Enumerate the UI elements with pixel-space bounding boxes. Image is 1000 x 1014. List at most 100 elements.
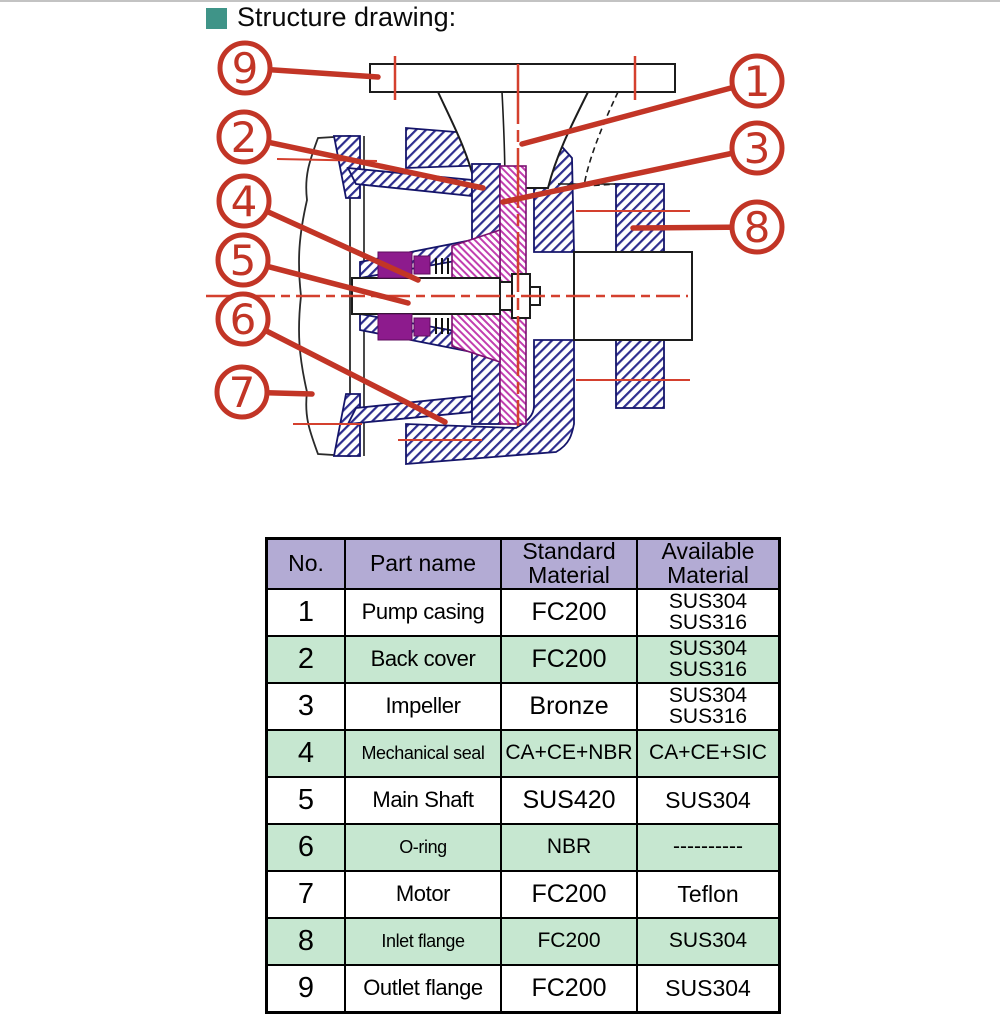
callout-9: 9: [217, 40, 381, 96]
cell-avail: Teflon: [636, 869, 781, 919]
casing-bottom-band: [405, 339, 575, 465]
cell-part: Mechanical seal: [344, 728, 502, 778]
structure-drawing-svg: .wh{fill:#ffffff;stroke:#1c1c1c;stroke-w…: [206, 40, 785, 465]
image-top-border: [0, 0, 1000, 2]
column-header: Standard Material: [500, 537, 638, 590]
cell-no: 2: [265, 634, 346, 684]
callout-circle-4: [216, 173, 272, 229]
cell-part: Motor: [344, 869, 502, 919]
cell-no: 9: [265, 963, 346, 1014]
callout-circle-8: [729, 199, 785, 255]
cell-std: NBR: [500, 822, 638, 872]
callout-number-9: 9: [232, 44, 259, 93]
cell-no: 6: [265, 822, 346, 872]
cell-std: Bronze: [500, 681, 638, 731]
cell-avail: CA+CE+SIC: [636, 728, 781, 778]
callout-number-7: 7: [229, 368, 256, 417]
leader-line-6: [240, 316, 448, 425]
outlet-flange-shape: [369, 63, 676, 93]
impeller-hub-top: [451, 228, 501, 279]
cell-avail: SUS304 SUS316: [636, 634, 781, 684]
cell-avail: ----------: [636, 822, 781, 872]
leader-line-4: [241, 198, 421, 283]
callout-circle-9: [217, 40, 273, 96]
section-title-label: Structure drawing:: [237, 1, 457, 32]
callout-number-5: 5: [230, 236, 257, 285]
leader-line-3: [500, 145, 760, 205]
callout-number-8: 8: [744, 203, 771, 252]
cell-std: FC200: [500, 916, 638, 966]
mechanical-seal-bottom: [377, 313, 413, 341]
callout-6: 6: [215, 291, 448, 425]
cell-part: O-ring: [344, 822, 502, 872]
cell-avail: SUS304: [636, 916, 781, 966]
callout-3: 3: [500, 120, 785, 205]
cell-std: FC200: [500, 869, 638, 919]
leader-line-1: [519, 78, 760, 147]
callout-circle-3: [729, 120, 785, 176]
column-header: No.: [265, 537, 346, 590]
square-bullet-icon: [206, 7, 227, 29]
callout-8: 8: [630, 199, 785, 255]
inlet-flange-bottom: [615, 339, 665, 409]
leader-line-5: [240, 257, 411, 306]
callout-number-2: 2: [231, 113, 258, 162]
cell-std: FC200: [500, 587, 638, 637]
callout-2: 2: [216, 109, 486, 191]
cell-part: Main Shaft: [344, 775, 502, 825]
column-header: Part name: [344, 537, 502, 590]
callout-circle-5: [215, 232, 271, 288]
callout-number-1: 1: [744, 57, 771, 106]
callout-number-4: 4: [231, 177, 258, 226]
cell-avail: SUS304 SUS316: [636, 587, 781, 637]
cell-part: Pump casing: [344, 587, 502, 637]
cell-part: Inlet flange: [344, 916, 502, 966]
cell-no: 7: [265, 869, 346, 919]
callout-number-3: 3: [744, 124, 771, 173]
cell-part: Impeller: [344, 681, 502, 731]
cell-no: 1: [265, 587, 346, 637]
cell-no: 4: [265, 728, 346, 778]
callout-1: 1: [519, 53, 785, 147]
section-title: Structure drawing:: [206, 2, 456, 32]
callout-5: 5: [215, 232, 411, 306]
callout-layer: 1 2 3 4 5 6 7 8 9: [214, 40, 785, 425]
cell-std: SUS420: [500, 775, 638, 825]
callout-circle-7: [214, 364, 270, 420]
leader-line-2: [241, 134, 486, 191]
cell-avail: SUS304: [636, 775, 781, 825]
cell-no: 5: [265, 775, 346, 825]
cell-avail: SUS304 SUS316: [636, 681, 781, 731]
callout-number-6: 6: [230, 295, 257, 344]
callout-7: 7: [214, 364, 315, 420]
cell-part: Back cover: [344, 634, 502, 684]
pump-drawing: [206, 56, 693, 465]
cell-no: 8: [265, 916, 346, 966]
inlet-flange-top: [615, 183, 665, 253]
callout-circle-6: [215, 291, 271, 347]
cell-std: CA+CE+NBR: [500, 728, 638, 778]
callout-circle-1: [729, 53, 785, 109]
cell-avail: SUS304: [636, 963, 781, 1014]
column-header: Available Material: [636, 537, 781, 590]
callout-4: 4: [216, 173, 421, 283]
cell-no: 3: [265, 681, 346, 731]
callout-circle-2: [216, 109, 272, 165]
cell-std: FC200: [500, 963, 638, 1014]
cell-part: Outlet flange: [344, 963, 502, 1014]
cell-std: FC200: [500, 634, 638, 684]
impeller-hub-bottom: [451, 313, 501, 364]
